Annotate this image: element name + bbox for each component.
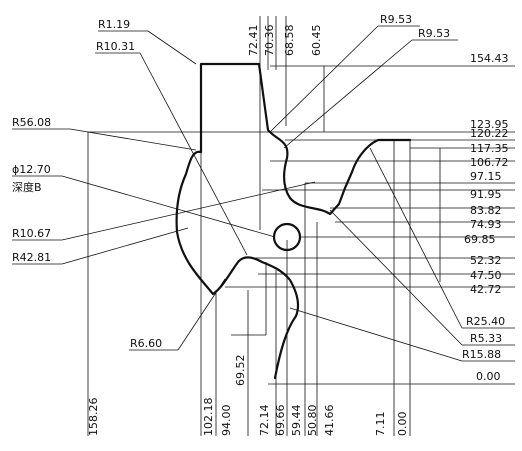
label-r1-19: R1.19 (98, 18, 130, 31)
label-r56-08: R56.08 (12, 116, 51, 129)
dim-74-93: 74.93 (470, 218, 502, 231)
label-r9-53-b: R9.53 (418, 27, 450, 40)
dim-47-50: 47.50 (470, 269, 502, 282)
label-phi12-70: ϕ12.70 (12, 163, 51, 176)
dim-59-44: 59.44 (290, 405, 303, 437)
label-r42-81: R42.81 (12, 251, 51, 264)
bottom-dimensions: 158.26 102.18 94.00 69.52 72.14 69.66 59… (87, 355, 409, 437)
dim-69-66: 69.66 (274, 405, 287, 437)
dim-158-26: 158.26 (87, 398, 100, 437)
dim-83-82: 83.82 (470, 204, 502, 217)
dim-42-72: 42.72 (470, 283, 502, 296)
label-r10-31: R10.31 (96, 40, 135, 53)
dim-97-15: 97.15 (470, 170, 502, 183)
dim-70-36: 70.36 (263, 25, 276, 57)
dim-120-22: 120.22 (470, 127, 509, 140)
dim-60-45: 60.45 (310, 25, 323, 57)
dim-123-95: 123.95 (470, 118, 509, 131)
dim-50-80: 50.80 (306, 405, 319, 437)
dim-117-35: 117.35 (470, 142, 509, 155)
dim-0-00-right: 0.00 (476, 370, 501, 383)
dim-72-14: 72.14 (258, 405, 271, 437)
dim-52-32: 52.32 (470, 254, 502, 267)
label-depth-b: 深度B (12, 180, 42, 194)
dim-94-00: 94.00 (220, 405, 233, 437)
dim-106-72: 106.72 (470, 156, 509, 169)
dim-72-41: 72.41 (247, 25, 260, 57)
dim-69-85: 69.85 (464, 233, 496, 246)
dim-0-00-bottom: 0.00 (396, 412, 409, 437)
radius-labels: R1.19 R10.31 R56.08 ϕ12.70 深度B R10.67 R4… (12, 13, 505, 361)
dim-154-43: 154.43 (470, 52, 509, 65)
right-dimensions: 154.43 123.95 120.22 117.35 106.72 97.15… (464, 52, 509, 383)
dim-102-18: 102.18 (202, 398, 215, 437)
dim-41-66: 41.66 (323, 405, 336, 437)
part-outline (175, 62, 412, 380)
dim-7-11: 7.11 (374, 412, 387, 437)
label-r6-60: R6.60 (130, 337, 162, 350)
label-r25-40: R25.40 (466, 315, 505, 328)
dim-69-52: 69.52 (234, 355, 247, 387)
label-r10-67: R10.67 (12, 227, 51, 240)
top-dimensions: 72.41 70.36 68.58 60.45 (247, 25, 323, 57)
leader-lines (12, 16, 515, 436)
dim-68-58: 68.58 (283, 25, 296, 57)
dim-91-95: 91.95 (470, 188, 502, 201)
label-r9-53-a: R9.53 (380, 13, 412, 26)
label-r5-33: R5.33 (470, 332, 502, 345)
label-r15-88: R15.88 (462, 348, 501, 361)
